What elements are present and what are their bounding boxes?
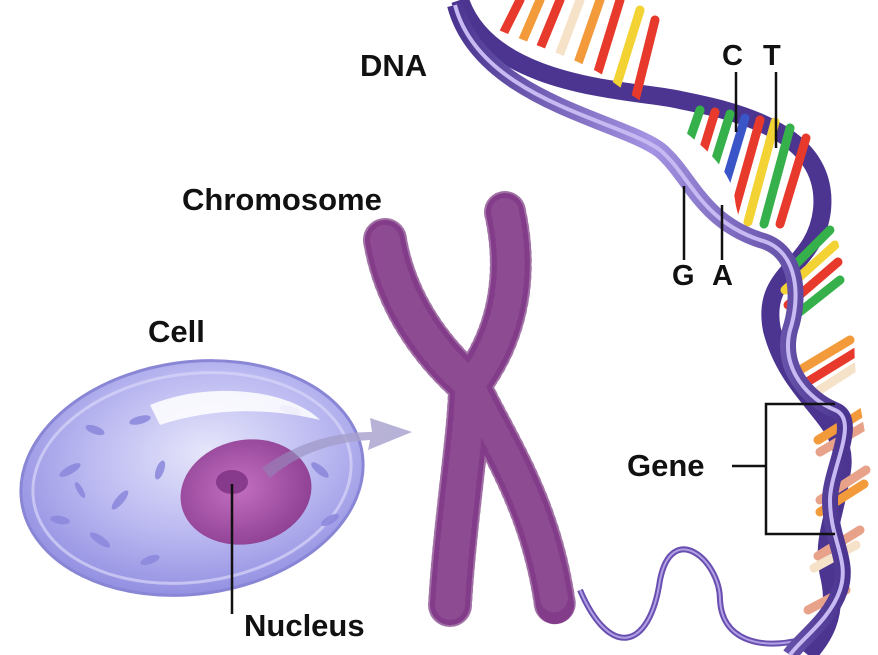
chromosome-illustration [385, 212, 555, 605]
nucleus-label: Nucleus [244, 610, 365, 641]
cytosine-label: C [722, 42, 743, 71]
unwound-strand [580, 549, 800, 643]
cell-illustration [6, 339, 379, 617]
guanine-label: G [672, 262, 695, 291]
dna-label: DNA [360, 50, 427, 81]
chromosome-label: Chromosome [182, 184, 382, 215]
gene-label: Gene [627, 450, 705, 481]
adenine-label: A [712, 262, 733, 291]
cell-label: Cell [148, 316, 205, 347]
thymine-label: T [763, 42, 781, 71]
